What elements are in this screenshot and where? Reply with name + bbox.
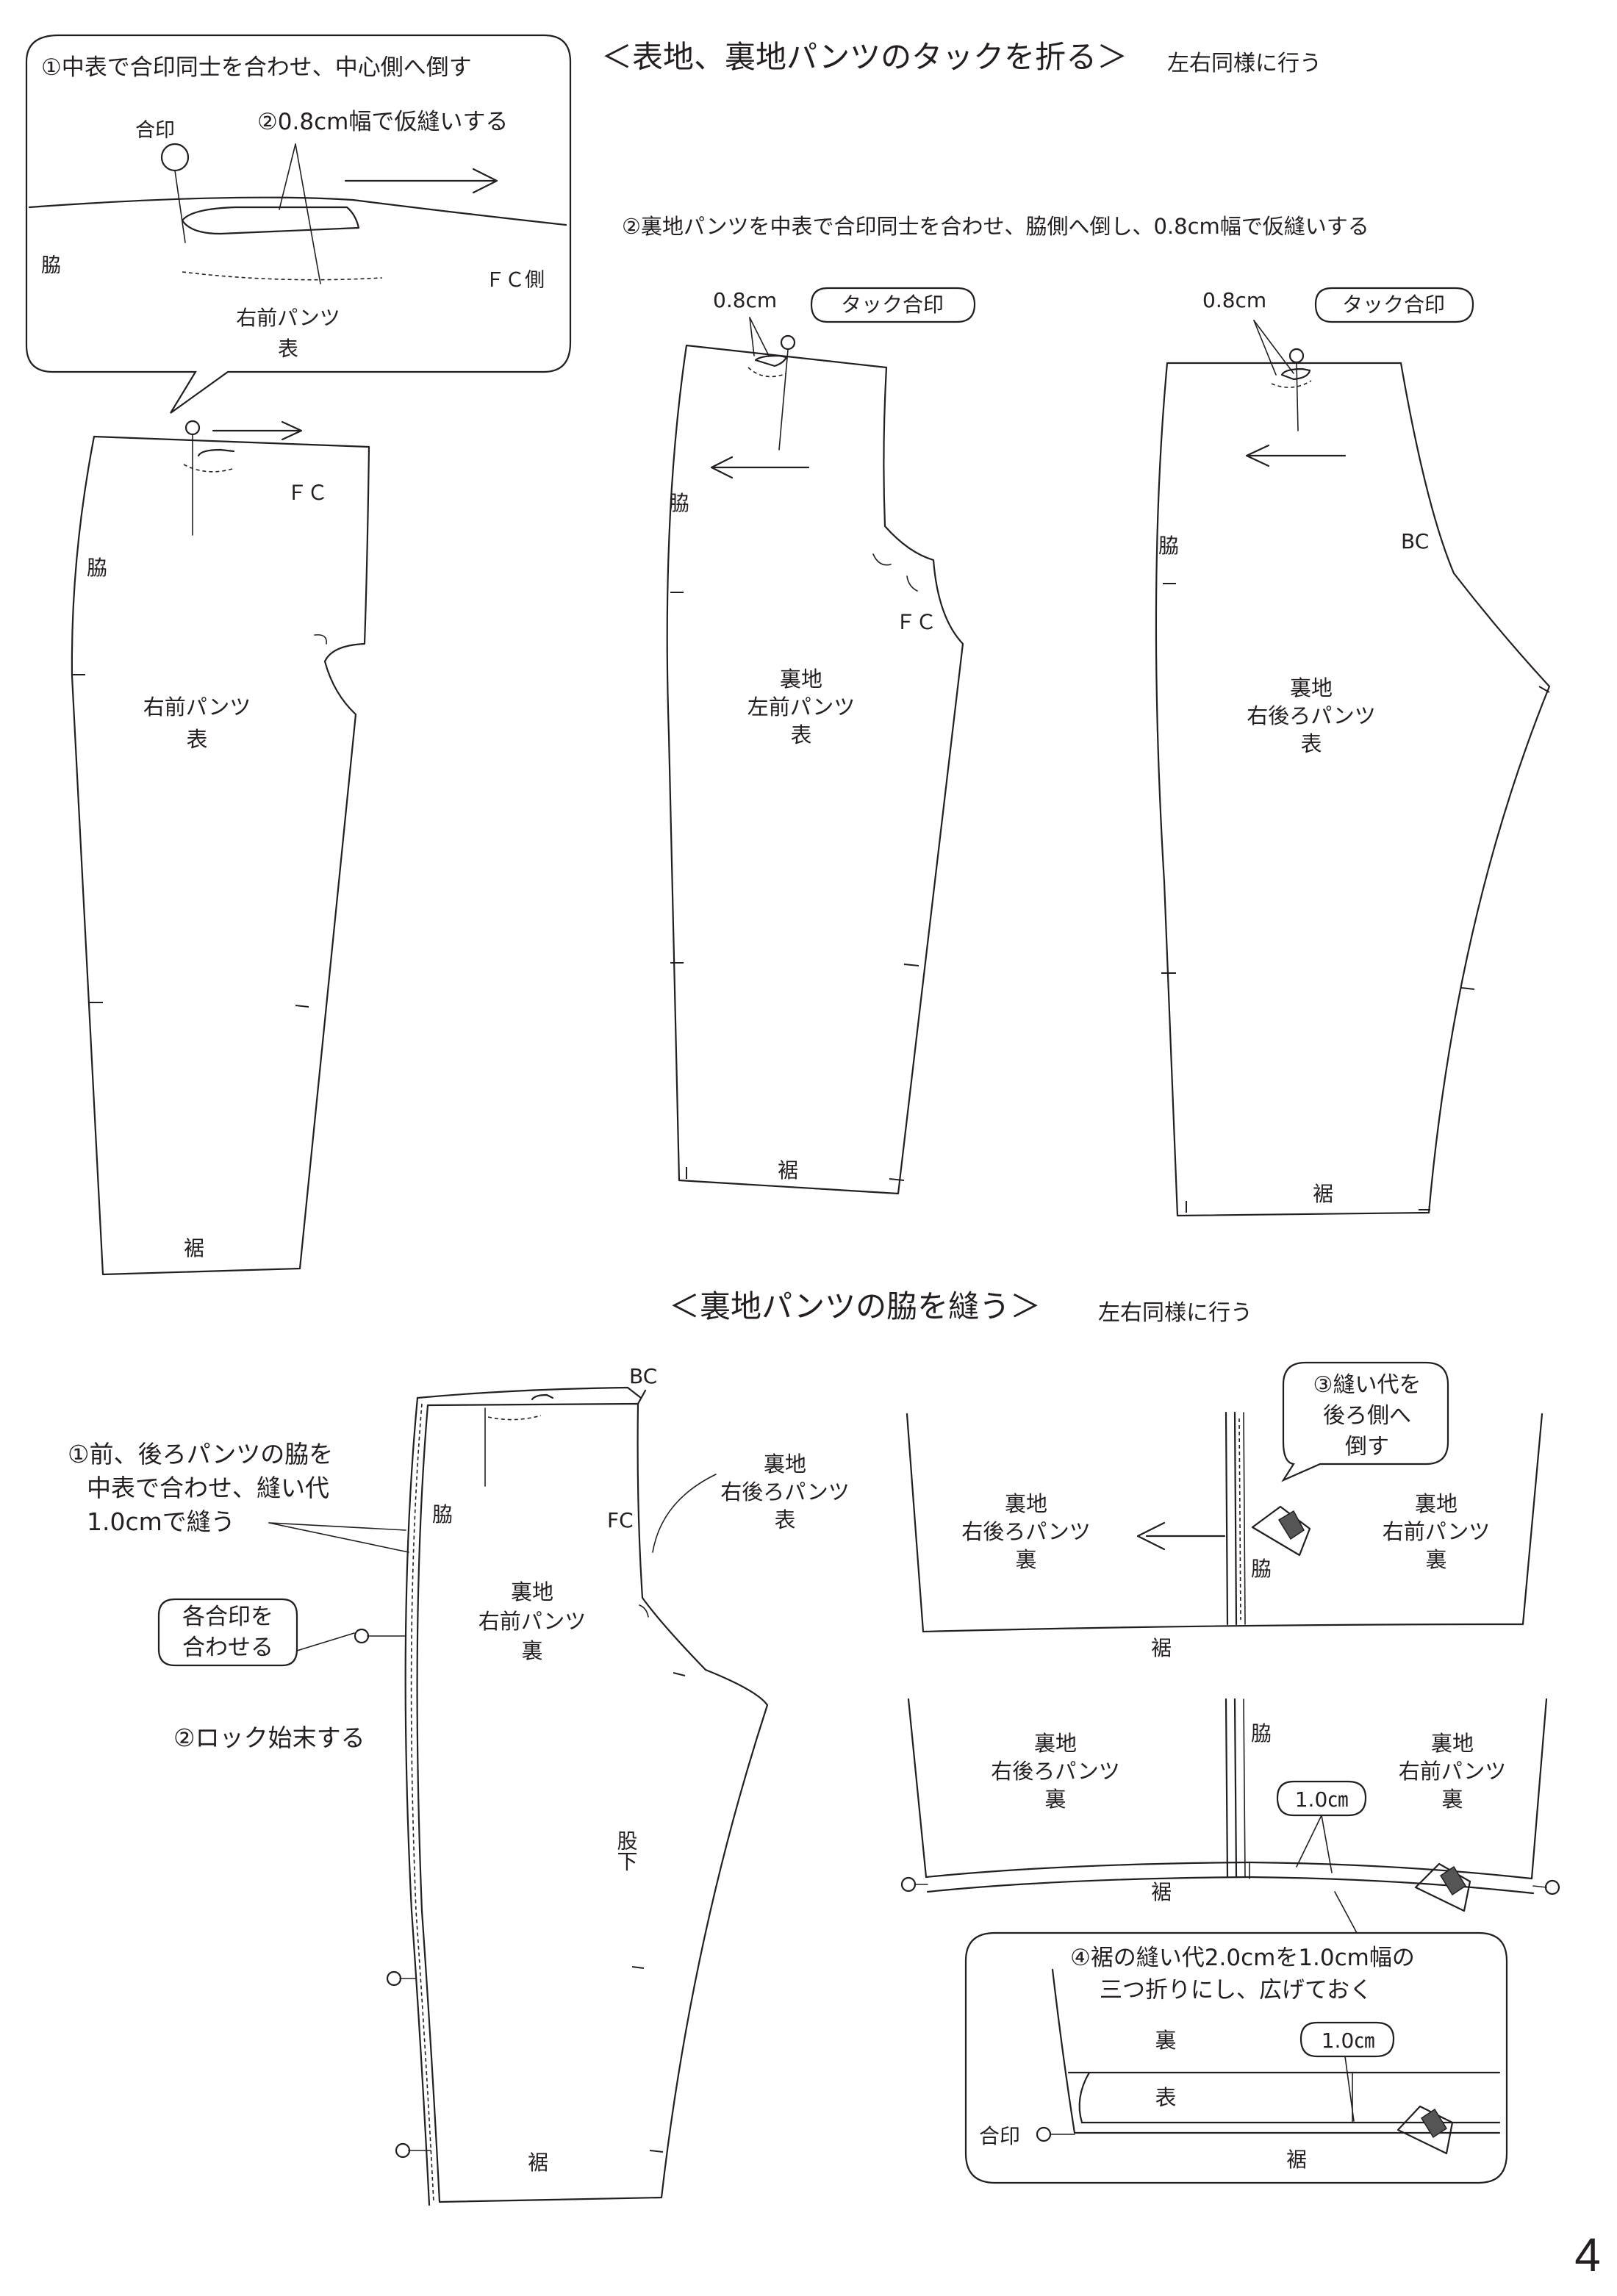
piece-d-line3: 裏 (521, 1638, 542, 1663)
piece-d-line1: 裏地 (511, 1579, 553, 1604)
s2-step2-text: ②ロック始末する (173, 1723, 365, 1752)
dt-left-line1: 裏地 (1005, 1491, 1047, 1516)
back-label-line2: 右後ろパンツ (720, 1479, 849, 1504)
piece-c-hem: 裾 (1313, 1182, 1333, 1206)
dt-right-line1: 裏地 (1415, 1491, 1458, 1516)
step3-line2: 後ろ側へ (1323, 1403, 1411, 1429)
tuck-detail-bubble: ①中表で合印同士を合わせ、中心側へ倒す ②0.8cm幅で仮縫いする 合印 脇 Ｆ… (25, 34, 572, 414)
dt-left-line2: 右後ろパンツ (961, 1519, 1090, 1544)
step3-line1: ③縫い代を (1313, 1372, 1421, 1398)
piece-b-hem: 裾 (778, 1158, 798, 1183)
piece-c-tuck-label: タック合印 (1342, 293, 1445, 317)
piece-b-tuck-label: タック合印 (841, 293, 944, 317)
fc-side-label: ＦＣ側 (485, 269, 545, 292)
bubble-piece-line2: 表 (278, 337, 298, 361)
back-label-line1: 裏地 (764, 1452, 806, 1477)
piece-a-waki: 脇 (87, 556, 107, 580)
lining-right-back-piece: 0.8cm タック合印 脇 BC 裏地 右後ろパンツ 表 裾 (1155, 287, 1551, 1217)
joined-lining-piece: BC FC 脇 裏地 右前パンツ 裏 股下 裾 裏地 右後ろパンツ 表 (354, 1364, 850, 2206)
piece-a-line2: 表 (186, 727, 207, 752)
step3-line3: 倒す (1345, 1434, 1389, 1460)
db-right-line1: 裏地 (1431, 1731, 1474, 1756)
tuck-step1-text: ①中表で合印同士を合わせ、中心側へ倒す (41, 54, 472, 81)
tuck-step2-text: ②0.8cm幅で仮縫いする (257, 109, 508, 135)
dt-left-line3: 裏 (1015, 1547, 1036, 1572)
piece-b-fc: ＦＣ (895, 610, 936, 634)
right-front-outer-piece: ＦＣ 脇 右前パンツ 表 裾 (71, 420, 370, 1276)
lining-step2-text: ②裏地パンツを中表で合印同士を合わせ、脇側へ倒し、0.8cm幅で仮縫いする (622, 214, 1369, 239)
step4-line2: 三つ折りにし、広げておく (1100, 1977, 1372, 2003)
piece-c-width: 0.8cm (1202, 288, 1266, 312)
db-left-line3: 裏 (1044, 1787, 1066, 1812)
step4-aijirushi: 合印 (979, 2124, 1020, 2148)
hem-fold-bubble: ④裾の縫い代2.0cmを1.0cm幅の 三つ折りにし、広げておく 1.0㎝ 裏 … (964, 1931, 1508, 2184)
piece-c-line2: 右後ろパンツ (1247, 703, 1375, 728)
piece-d-waki: 脇 (432, 1502, 453, 1527)
piece-a-hem: 裾 (184, 1236, 204, 1260)
step4-width: 1.0㎝ (1322, 2028, 1375, 2053)
aijirushi-label: 合印 (135, 119, 175, 142)
iron-icon (1396, 2105, 1454, 2155)
align-bubble-line2: 合わせる (182, 1635, 273, 1661)
piece-c-line1: 裏地 (1290, 675, 1333, 700)
db-left-line1: 裏地 (1034, 1731, 1077, 1756)
piece-d-hem: 裾 (528, 2150, 548, 2175)
page-number: 4 (1574, 2228, 1601, 2281)
piece-c-waki: 脇 (1158, 534, 1179, 558)
piece-a-fc: ＦＣ (287, 481, 328, 505)
piece-c-bc: BC (1401, 529, 1429, 553)
dt-waki: 脇 (1251, 1557, 1272, 1581)
dt-right-line3: 裏 (1425, 1547, 1446, 1572)
piece-b-line2: 左前パンツ (747, 695, 855, 720)
step4-ura: 裏 (1155, 2028, 1176, 2053)
section2-title: ＜裏地パンツの脇を縫う＞ (669, 1288, 1041, 1324)
hem-detail: 1.0㎝ 裏地 右後ろパンツ 裏 裏地 右前パンツ 裏 脇 裾 (900, 1698, 1560, 1934)
section2-subtitle: 左右同様に行う (1098, 1300, 1252, 1326)
lining-left-front-piece: 0.8cm タック合印 脇 ＦＣ 裏地 左前パンツ 表 裾 (666, 287, 976, 1195)
step4-line1: ④裾の縫い代2.0cmを1.0cm幅の (1070, 1945, 1415, 1971)
piece-c-line3: 表 (1300, 731, 1322, 756)
bubble-piece-line1: 右前パンツ (236, 306, 340, 330)
s2-step1-line1: ①前、後ろパンツの脇を (68, 1440, 333, 1468)
section1-subtitle: 左右同様に行う (1167, 51, 1322, 76)
piece-d-bc: BC (629, 1364, 657, 1388)
piece-b-line1: 裏地 (780, 667, 822, 692)
db-waki: 脇 (1251, 1721, 1272, 1746)
section1-title: ＜表地、裏地パンツのタックを折る＞ (601, 39, 1127, 75)
db-width: 1.0㎝ (1295, 1787, 1349, 1812)
step4-omote: 表 (1155, 2085, 1176, 2110)
waki-label: 脇 (41, 254, 61, 277)
piece-b-waki: 脇 (669, 491, 689, 515)
dt-right-line2: 右前パンツ (1383, 1519, 1490, 1544)
iron-icon (1414, 1862, 1471, 1912)
piece-d-line2: 右前パンツ (478, 1609, 586, 1634)
back-label-line3: 表 (774, 1507, 795, 1532)
step4-hem: 裾 (1286, 2148, 1307, 2172)
s2-step1-line3: 1.0cmで縫う (87, 1507, 235, 1536)
piece-a-line1: 右前パンツ (143, 695, 251, 720)
iron-icon (1251, 1505, 1311, 1557)
db-hem: 裾 (1151, 1880, 1172, 1904)
align-bubble-line1: 各合印を (182, 1604, 273, 1630)
db-left-line2: 右後ろパンツ (991, 1759, 1119, 1784)
seam-allowance-detail: ③縫い代を 後ろ側へ 倒す 裏地 右後ろパンツ 裏 裏地 右前パンツ 裏 脇 裾 (906, 1361, 1544, 1660)
dt-hem: 裾 (1151, 1636, 1172, 1660)
side-seam-instructions: ①前、後ろパンツの脇を 中表で合わせ、縫い代 1.0cmで縫う 各合印を 合わせ… (68, 1440, 409, 1752)
db-right-line2: 右前パンツ (1399, 1759, 1506, 1784)
piece-d-fc: FC (607, 1508, 634, 1532)
piece-b-line3: 表 (790, 722, 811, 747)
db-right-line3: 裏 (1441, 1787, 1463, 1812)
piece-d-crotch: 股下 (614, 1830, 639, 1871)
piece-b-width: 0.8cm (713, 288, 777, 312)
s2-step1-line2: 中表で合わせ、縫い代 (87, 1474, 329, 1502)
